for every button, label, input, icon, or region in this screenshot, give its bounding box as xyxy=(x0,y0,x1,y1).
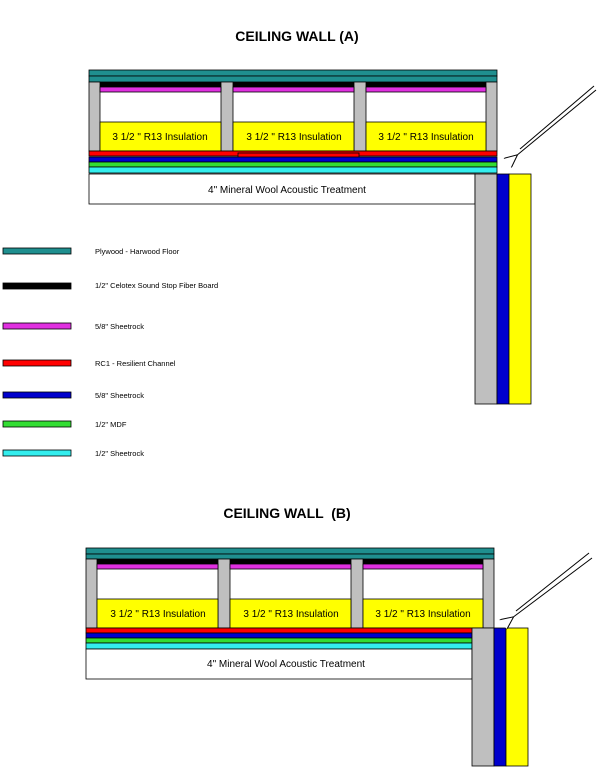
ceiling-b-insulation-label: 3 1/2 " R13 Insulation xyxy=(243,609,338,620)
ceiling-b-magenta-sheetrock xyxy=(362,563,484,570)
ceiling-a-insulation xyxy=(365,121,487,152)
legend-label-cyan-sheetrock: 1/2" Sheetrock xyxy=(95,449,144,458)
ceiling-a-blue-sheetrock xyxy=(88,156,498,163)
ceiling-b-resilient-channel xyxy=(85,627,495,634)
blue-sheetrock-swatch xyxy=(2,391,72,399)
ceiling-a-magenta-sheetrock xyxy=(99,86,222,93)
ceiling-b-joist xyxy=(85,558,98,629)
ceiling-a-plywood-layer-2 xyxy=(88,75,498,83)
ceiling-a-joist xyxy=(353,81,367,152)
ceiling-b-title: CEILING WALL (B) xyxy=(223,505,350,521)
mdf-swatch xyxy=(2,420,72,428)
ceiling-a-joist xyxy=(88,81,101,152)
ceiling-a-insulation xyxy=(99,121,222,152)
ceiling-a-wall-blue-sheetrock xyxy=(496,173,510,405)
ceiling-b-insulation-label: 3 1/2 " R13 Insulation xyxy=(110,609,205,620)
legend-label-blue-sheetrock: 5/8" Sheetrock xyxy=(95,391,144,400)
ceiling-b-plywood-layer-2 xyxy=(85,553,495,560)
ceiling-a-plywood-layer xyxy=(88,69,498,77)
ceiling-b-mineral-wool-label: 4" Mineral Wool Acoustic Treatment xyxy=(207,659,365,670)
ceiling-b-blue-sheetrock xyxy=(85,632,473,639)
ceiling-b-wall-insulation xyxy=(505,627,529,767)
ceiling-a-wall-insulation xyxy=(508,173,532,405)
ceiling-b-insulation xyxy=(229,598,352,629)
ceiling-b-joist xyxy=(350,558,364,629)
ceiling-b-magenta-sheetrock xyxy=(229,563,352,570)
ceiling-a-arrow-icon xyxy=(516,89,597,156)
ceiling-a-magenta-sheetrock xyxy=(232,86,355,93)
ceiling-a-magenta-sheetrock xyxy=(365,86,487,93)
ceiling-b-magenta-sheetrock xyxy=(96,563,219,570)
ceiling-b-wall-stud xyxy=(471,627,495,767)
ceiling-a-insulation-label: 3 1/2 " R13 Insulation xyxy=(112,132,207,143)
ceiling-a-mdf xyxy=(88,161,498,168)
legend-label-celotex: 1/2" Celotex Sound Stop Fiber Board xyxy=(95,281,218,290)
ceiling-a-cyan-sheetrock xyxy=(88,166,498,174)
magenta-sheetrock-swatch xyxy=(2,322,72,330)
legend-label-resilient-channel: RC1 - Resilient Channel xyxy=(95,359,176,368)
ceiling-a-title: CEILING WALL (A) xyxy=(235,28,358,44)
ceiling-b-arrow-icon xyxy=(512,557,593,618)
ceiling-b-insulation-label: 3 1/2 " R13 Insulation xyxy=(375,609,470,620)
ceiling-b-arrow-icon-shaft xyxy=(515,552,590,612)
ceiling-wall-b: CEILING WALL (B) 3 1/2 " R13 Insulation … xyxy=(85,505,593,767)
ceiling-b-joist xyxy=(482,558,495,629)
cyan-sheetrock-swatch xyxy=(2,449,72,457)
ceiling-b-cyan-sheetrock xyxy=(85,642,473,650)
legend-label-magenta-sheetrock: 5/8" Sheetrock xyxy=(95,322,144,331)
legend-label-plywood: Plywood - Harwood Floor xyxy=(95,247,180,256)
ceiling-a-joist xyxy=(485,81,498,152)
ceiling-b-insulation xyxy=(96,598,219,629)
ceiling-b-mdf xyxy=(85,637,473,644)
ceiling-a-arrow-icon-shaft xyxy=(519,85,595,150)
resilient-channel-swatch xyxy=(2,359,72,367)
plywood-swatch xyxy=(2,247,72,255)
ceiling-a-insulation xyxy=(232,121,355,152)
legend-label-mdf: 1/2" MDF xyxy=(95,420,127,429)
ceiling-a-insulation-label: 3 1/2 " R13 Insulation xyxy=(378,132,473,143)
ceiling-b-celotex-layer xyxy=(86,559,494,564)
celotex-swatch xyxy=(2,282,72,290)
ceiling-b-wall-blue-sheetrock xyxy=(493,627,507,767)
ceiling-a-wall-stud xyxy=(474,173,498,405)
ceiling-a-celotex-layer xyxy=(89,82,497,87)
ceiling-a-mineral-wool-label: 4" Mineral Wool Acoustic Treatment xyxy=(208,185,366,196)
ceiling-a-joist xyxy=(220,81,234,152)
ceiling-b-mineral-wool xyxy=(85,648,473,680)
ceiling-a-mineral-wool xyxy=(88,173,476,205)
ceiling-a-insulation-label: 3 1/2 " R13 Insulation xyxy=(246,132,341,143)
ceiling-b-joist xyxy=(217,558,231,629)
ceiling-b-plywood-layer xyxy=(85,547,495,555)
legend: Plywood - Harwood Floor 1/2" Celotex Sou… xyxy=(2,247,218,458)
ceiling-wall-a: CEILING WALL (A) 3 1/2 " R13 Insulation … xyxy=(88,28,597,405)
